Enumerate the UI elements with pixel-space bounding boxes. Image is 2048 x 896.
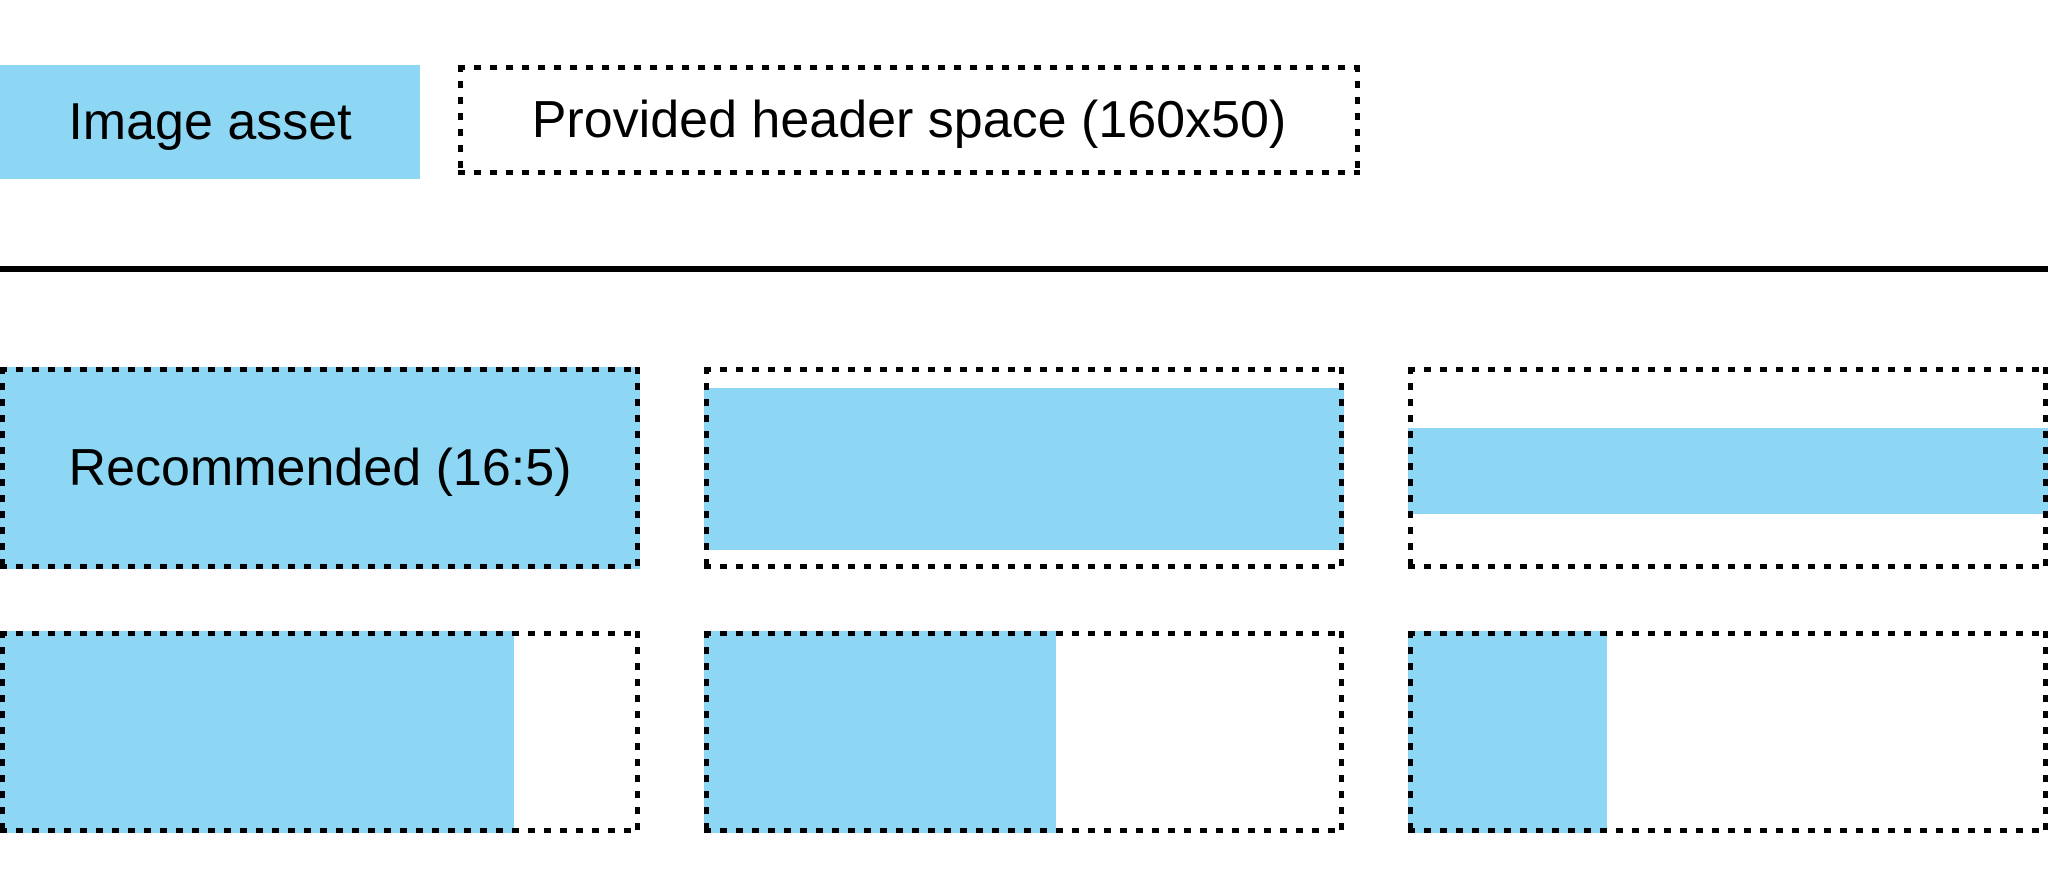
example-box-tall-asset-medium xyxy=(704,631,1344,833)
example-box-wide-asset xyxy=(704,367,1344,569)
example-box-square-asset xyxy=(1408,631,2048,833)
image-asset-fill xyxy=(0,631,514,833)
image-asset-label: Image asset xyxy=(68,93,352,151)
example-box-wider-asset xyxy=(1408,367,2048,569)
example-box-recommended: Recommended (16:5) xyxy=(0,367,640,569)
example-box-tall-asset-large xyxy=(0,631,640,833)
provided-header-space-box: Provided header space (160x50) xyxy=(458,65,1360,175)
image-asset-swatch: Image asset xyxy=(0,65,420,179)
examples-grid: Recommended (16:5) xyxy=(0,367,2048,833)
recommended-label: Recommended (16:5) xyxy=(68,439,572,497)
image-asset-fill xyxy=(704,388,1344,550)
image-asset-fill xyxy=(1408,428,2048,514)
image-asset-fill xyxy=(704,631,1056,833)
provided-header-space-label: Provided header space (160x50) xyxy=(531,91,1287,149)
section-divider xyxy=(0,266,2048,272)
image-asset-fill xyxy=(1408,631,1607,833)
